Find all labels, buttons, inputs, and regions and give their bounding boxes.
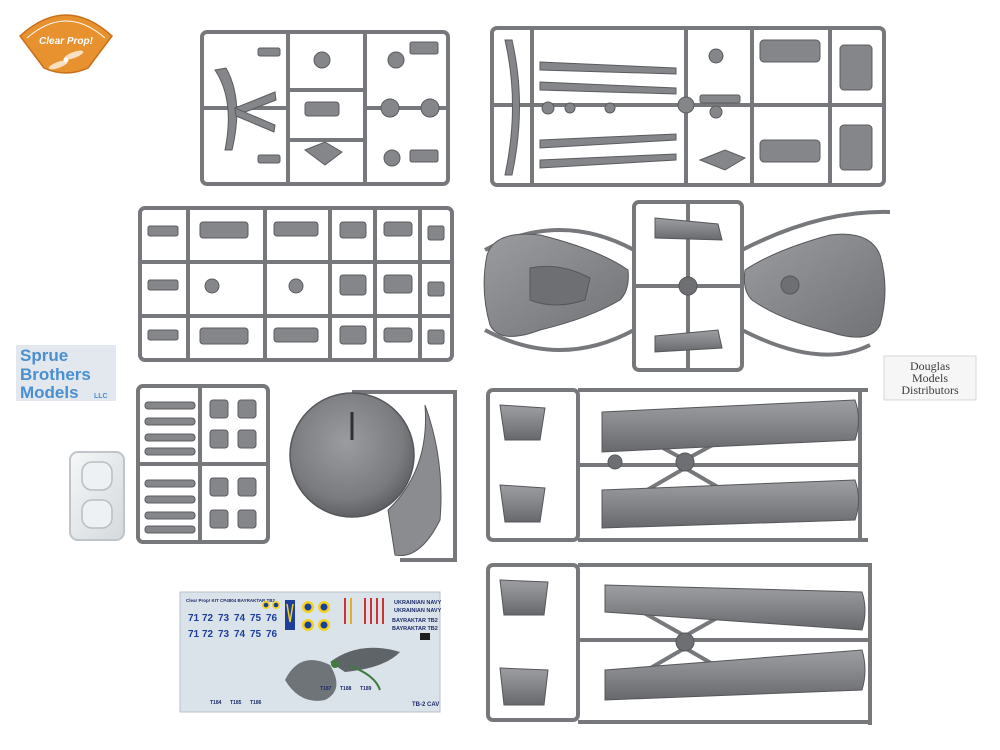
douglas-logo: Douglas Models Distributors — [883, 355, 977, 401]
sprue-b-parts — [504, 39, 873, 176]
dome-sprue — [289, 390, 457, 562]
decal-serials: T184 T185 T186 T187 T188 T189 — [210, 686, 372, 706]
sbm-line3: Models — [20, 383, 79, 402]
stripe-markings — [344, 598, 384, 624]
svg-text:T184: T184 — [210, 700, 222, 706]
sprue-frame-e — [136, 384, 270, 544]
clearprop-logo-text: Clear Prop! — [39, 36, 94, 47]
sprue-c-parts — [147, 221, 445, 345]
svg-text:75: 75 — [250, 629, 262, 640]
sprue-frame-c — [138, 206, 454, 362]
svg-text:71: 71 — [188, 613, 200, 624]
propeller-icon — [48, 50, 84, 70]
decal-navy-1: UKRAINIAN NAVY — [394, 600, 442, 606]
svg-text:76: 76 — [266, 613, 278, 624]
svg-text:T188: T188 — [340, 686, 352, 692]
douglas-line3: Distributors — [901, 383, 959, 397]
sbm-line2: Brothers — [20, 365, 91, 384]
decal-bayraktar-1: BAYRAKTAR TB2 — [392, 618, 438, 624]
eagle-emblem-icon — [285, 647, 400, 701]
decal-header: Clear Prop! KIT CP4804 BAYRAKTAR TB2 — [186, 598, 276, 603]
svg-text:75: 75 — [250, 613, 262, 624]
svg-text:T187: T187 — [320, 686, 332, 692]
douglas-line1: Douglas — [910, 359, 950, 373]
sprue-a-parts — [214, 41, 440, 167]
ukraine-trident-icon — [285, 600, 295, 630]
clear-parts-sprue — [69, 451, 125, 541]
svg-text:72: 72 — [202, 629, 214, 640]
sbm-suffix: LLC — [94, 393, 108, 400]
douglas-line2: Models — [912, 371, 948, 385]
svg-text:T185: T185 — [230, 700, 242, 706]
spruebrothers-logo: Sprue Brothers Models LLC — [16, 345, 116, 402]
svg-text:72: 72 — [202, 613, 214, 624]
svg-text:76: 76 — [266, 629, 278, 640]
svg-text:T186: T186 — [250, 700, 262, 706]
decal-row-1: 71 72 73 74 75 76 — [188, 613, 278, 624]
svg-text:73: 73 — [218, 613, 230, 624]
clearprop-logo: Clear Prop! — [18, 14, 114, 74]
sprue-f-parts — [499, 399, 859, 529]
svg-text:73: 73 — [218, 629, 230, 640]
decal-navy-2: UKRAINIAN NAVY — [394, 608, 442, 614]
sprue-g-parts — [499, 579, 866, 706]
decal-row-2: 71 72 73 74 75 76 — [188, 629, 278, 640]
sprue-e-parts — [144, 399, 257, 534]
sbm-line1: Sprue — [20, 346, 68, 365]
sprue-d-parts — [483, 217, 886, 353]
svg-text:71: 71 — [188, 629, 200, 640]
svg-text:74: 74 — [234, 629, 246, 640]
decal-sheet: Clear Prop! KIT CP4804 BAYRAKTAR TB2 71 … — [179, 591, 442, 713]
decal-footer: TB-2 CAV — [412, 702, 439, 708]
svg-text:T189: T189 — [360, 686, 372, 692]
decal-bayraktar-2: BAYRAKTAR TB2 — [392, 626, 438, 632]
svg-text:74: 74 — [234, 613, 246, 624]
roundel-icons — [262, 601, 330, 631]
